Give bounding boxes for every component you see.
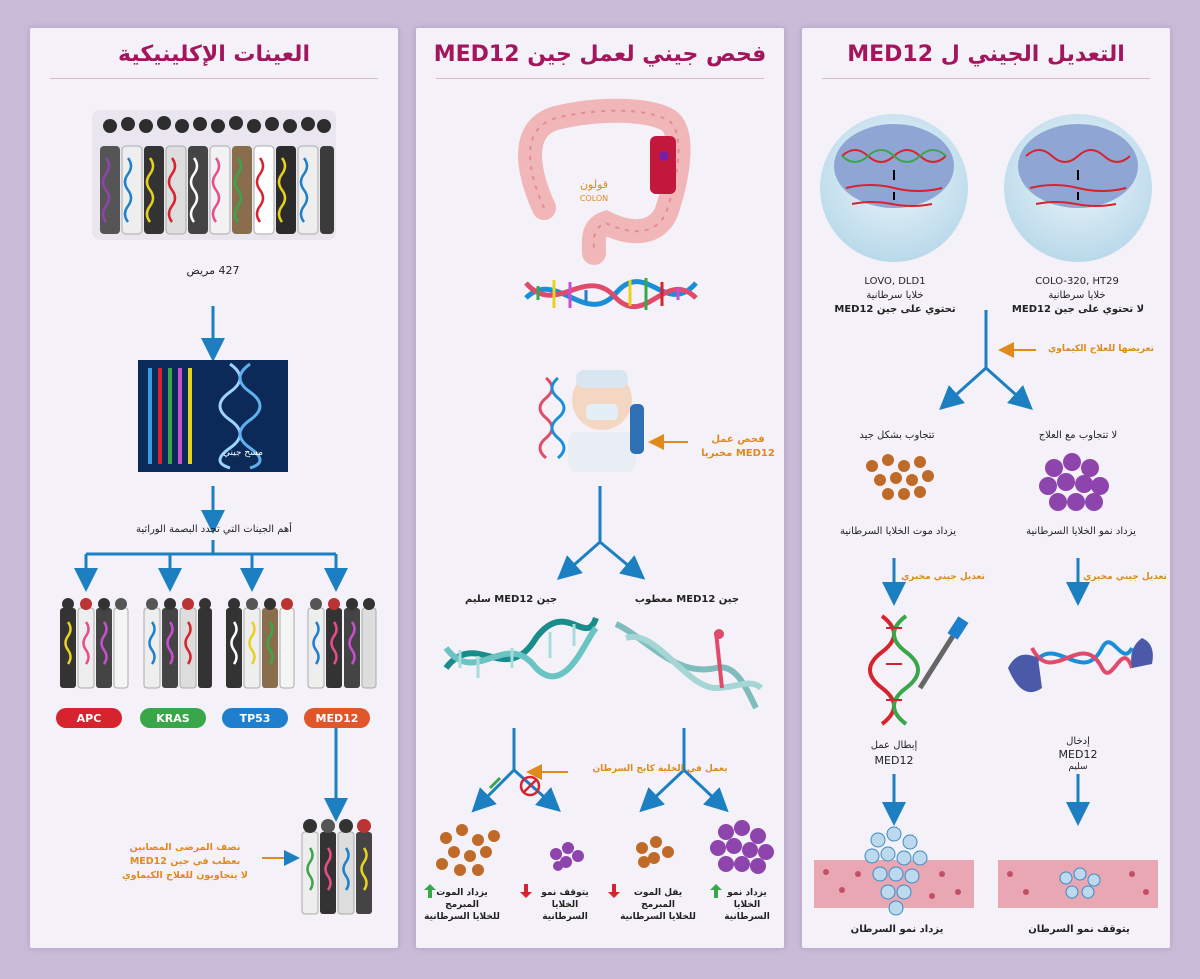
cell-line-right-gene: لا تحتوي على جين MED12 [1011,304,1145,315]
outcome-2-line-1: يتوقف نمو [541,888,589,898]
insert-med12-line-1: إدخال [1066,736,1090,747]
tumor-suppressor-note: يعمل في الخلية كابح السرطان [592,764,728,774]
cancer-growth-increase: يزداد نمو الخلايا السرطانية [1026,526,1136,537]
gene-groups-illustration [60,598,377,689]
dna-syringe-illustration [868,614,969,726]
branch-arrows [74,540,348,592]
damaged-outcome-arrows [639,728,729,813]
gene-kras-badge: KRAS [140,708,206,728]
outcome-3-line-2: المبرمج [641,900,675,910]
small-cancer-cluster [550,842,584,871]
title-divider [50,78,378,79]
disable-med12-line-2: MED12 [874,754,914,767]
outcome-3-line-3: للخلايا السرطانية [620,912,696,922]
outcome-1-line-3: للخلايا السرطانية [424,912,500,922]
note-line-1: نصف المرضى المصابين [129,842,241,853]
colon-label-en: COLON [579,194,609,203]
green-arrow [488,776,502,790]
down-arrow-icon [608,884,620,898]
disable-med12-line-1: إبطال عمل [870,740,918,751]
healthy-med12-dna [443,616,599,680]
panel-clinical-samples: العينات الإكلينيكية [30,28,398,948]
outcome-2-line-3: السرطانية [542,912,588,922]
dna-helix-illustration [524,278,698,310]
panel-gene-editing: التعديل الجيني ل MED12 [802,28,1170,948]
non-responding-patients-illustration [301,819,372,915]
healthy-outcome-arrows [471,728,561,813]
split-arrows [557,486,646,580]
panel-title: فحص جيني لعمل جين MED12 [433,42,767,67]
healthy-gene-label: جين MED12 سليم [464,594,558,605]
title-divider [436,78,764,79]
lab-editing-left: تعديل جيني مخبري [901,572,985,582]
note-line-2: بعطب في جين MED12 [129,856,241,867]
panel3-graphics [814,114,1158,916]
up-arrow-icon [424,884,436,898]
outcome-1-line-2: المبرمج [445,900,479,910]
colon-illustration [518,98,691,265]
cell-without-med12 [1004,114,1152,262]
apoptosis-cells-cluster [436,824,500,876]
panel-title: التعديل الجيني ل MED12 [847,42,1125,67]
scientist-illustration [538,370,644,472]
no-response-label: لا تتجاوب مع العلاج [1038,430,1118,441]
lab-test-line-2: MED12 مخبريا [701,448,775,459]
lab-editing-right: تعديل جيني مخبري [1083,572,1167,582]
few-apoptosis-cells [636,836,674,868]
genes-heading: أهم الجينات التي تحدد البصمة الوراثية [136,524,292,535]
insert-med12-line-3: سليم [1068,762,1088,772]
panel2-graphics [424,98,774,898]
growing-cancer-cluster [1039,453,1109,511]
note-line-3: لا يتجاوبون للعلاج الكيماوي [121,870,249,881]
insert-med12-line-2: MED12 [1058,748,1098,761]
gene-apc-badge: APC [56,708,122,728]
gene-med12-badge: MED12 [304,708,370,728]
cancer-stops-label: يتوقف نمو السرطان [1028,924,1130,935]
outcome-1-line-1: يزداد الموت [436,888,488,898]
tissue-tumor-growth [814,826,974,916]
up-arrow-icon [710,884,722,898]
cell-death-increase: يزداد موت الخلايا السرطانية [840,526,956,537]
genome-scan-image [138,360,288,472]
lab-test-line-1: فحص عمل [711,434,765,445]
cell-line-left-gene: تحتوي على جين MED12 [834,304,956,315]
down-arrow-icon [520,884,532,898]
tissue-tumor-stopped [998,860,1158,908]
cell-line-right-desc: خلايا سرطانية [1048,290,1106,301]
damaged-med12-dna [614,621,764,710]
outcome-3-line-1: يقل الموت [633,888,683,898]
large-cancer-cluster [710,820,774,874]
cancer-grows-label: يزداد نمو السرطان [850,924,944,935]
gene-insertion-illustration [1008,638,1153,693]
cell-line-left-names: LOVO, DLD1 [864,276,926,287]
panel-genetic-test: فحص جيني لعمل جين MED12 [416,28,784,948]
chemo-exposure-note: تعريضها للعلاج الكيماوي [1048,344,1154,354]
colon-label-ar: قولون [579,178,609,191]
patients-crowd-illustration [92,110,336,240]
genome-scan-label: مسح جيني [222,448,264,458]
outcome-4-line-3: السرطانية [724,912,770,922]
title-divider [822,78,1150,79]
outcome-4-line-1: يزداد نمو [727,888,767,898]
outcome-4-line-2: الخلايا [733,900,761,910]
dying-cells-cluster [866,454,934,500]
damaged-gene-label: جين MED12 معطوب [634,594,740,605]
gene-tp53-badge: TP53 [222,708,288,728]
responds-well-label: تتجاوب بشكل جيد [859,430,935,441]
patients-count: 427 مريض [186,264,240,277]
cell-with-med12 [820,114,968,262]
panel1-graphics [60,110,377,915]
outcome-2-line-2: الخلايا [551,900,579,910]
chemo-split-arrows [939,310,1033,411]
cell-line-right-names: COLO-320, HT29 [1035,276,1119,287]
cell-line-left-desc: خلايا سرطانية [866,290,924,301]
panel-title: العينات الإكلينيكية [118,42,310,67]
